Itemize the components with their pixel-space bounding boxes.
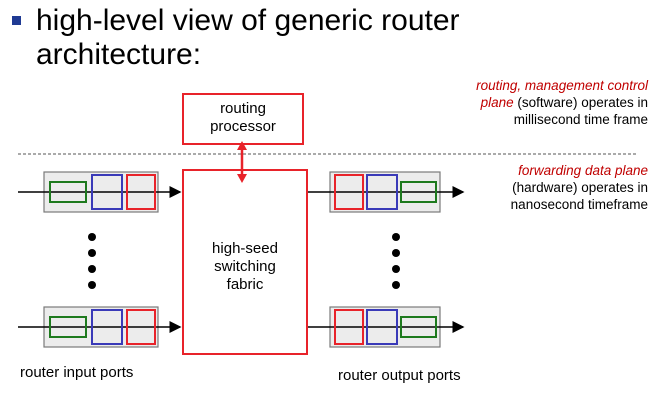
fabric-line1: high-seed — [212, 240, 278, 257]
output-bottom-green-queue — [400, 316, 437, 338]
bullet-marker — [12, 16, 21, 25]
input-top-red-queue — [126, 174, 156, 210]
input-bottom-red-queue — [126, 309, 156, 345]
control-plane-note: routing, management control plane (softw… — [448, 77, 648, 128]
data-plane-note: forwarding data plane (hardware) operate… — [468, 162, 648, 213]
input-top-blue-queue — [91, 174, 123, 210]
output-bottom-blue-queue — [366, 309, 398, 345]
input-bottom-green-queue — [49, 316, 87, 338]
routing-processor-label: routing processor — [183, 100, 303, 136]
control-plane-emphasis: routing, management control plane — [476, 78, 648, 110]
link-arrow-down — [237, 174, 247, 183]
input-top-green-queue — [49, 181, 87, 203]
routing-processor-line1: routing — [220, 100, 266, 117]
routing-processor-line2: processor — [210, 118, 276, 135]
input-ellipsis-dots — [88, 233, 96, 289]
input-port-bottom — [18, 306, 182, 348]
output-ellipsis-dots — [392, 233, 400, 289]
output-bottom-red-queue — [334, 309, 364, 345]
output-ports-label: router output ports — [338, 367, 461, 384]
switching-fabric-box — [182, 169, 308, 355]
fabric-line3: fabric — [226, 276, 264, 293]
output-top-blue-queue — [366, 174, 398, 210]
fabric-line2: switching — [214, 258, 276, 275]
output-port-top — [308, 171, 465, 213]
output-top-green-queue — [400, 181, 437, 203]
control-plane-timing: operates in millisecond time frame — [513, 95, 648, 127]
data-plane-emphasis: forwarding data plane — [518, 163, 648, 178]
link-arrow-up — [237, 141, 247, 150]
output-top-red-queue — [334, 174, 364, 210]
input-port-top — [18, 171, 182, 213]
output-port-bottom — [308, 306, 465, 348]
slide-title: high-level view of generic router archit… — [36, 4, 460, 71]
input-bottom-blue-queue — [91, 309, 123, 345]
input-ports-label: router input ports — [20, 364, 134, 381]
switching-fabric-label: high-seed switching fabric — [183, 240, 307, 294]
data-plane-timing: (hardware) operates in nanosecond timefr… — [510, 180, 648, 212]
control-plane-software: (software) — [513, 95, 578, 110]
